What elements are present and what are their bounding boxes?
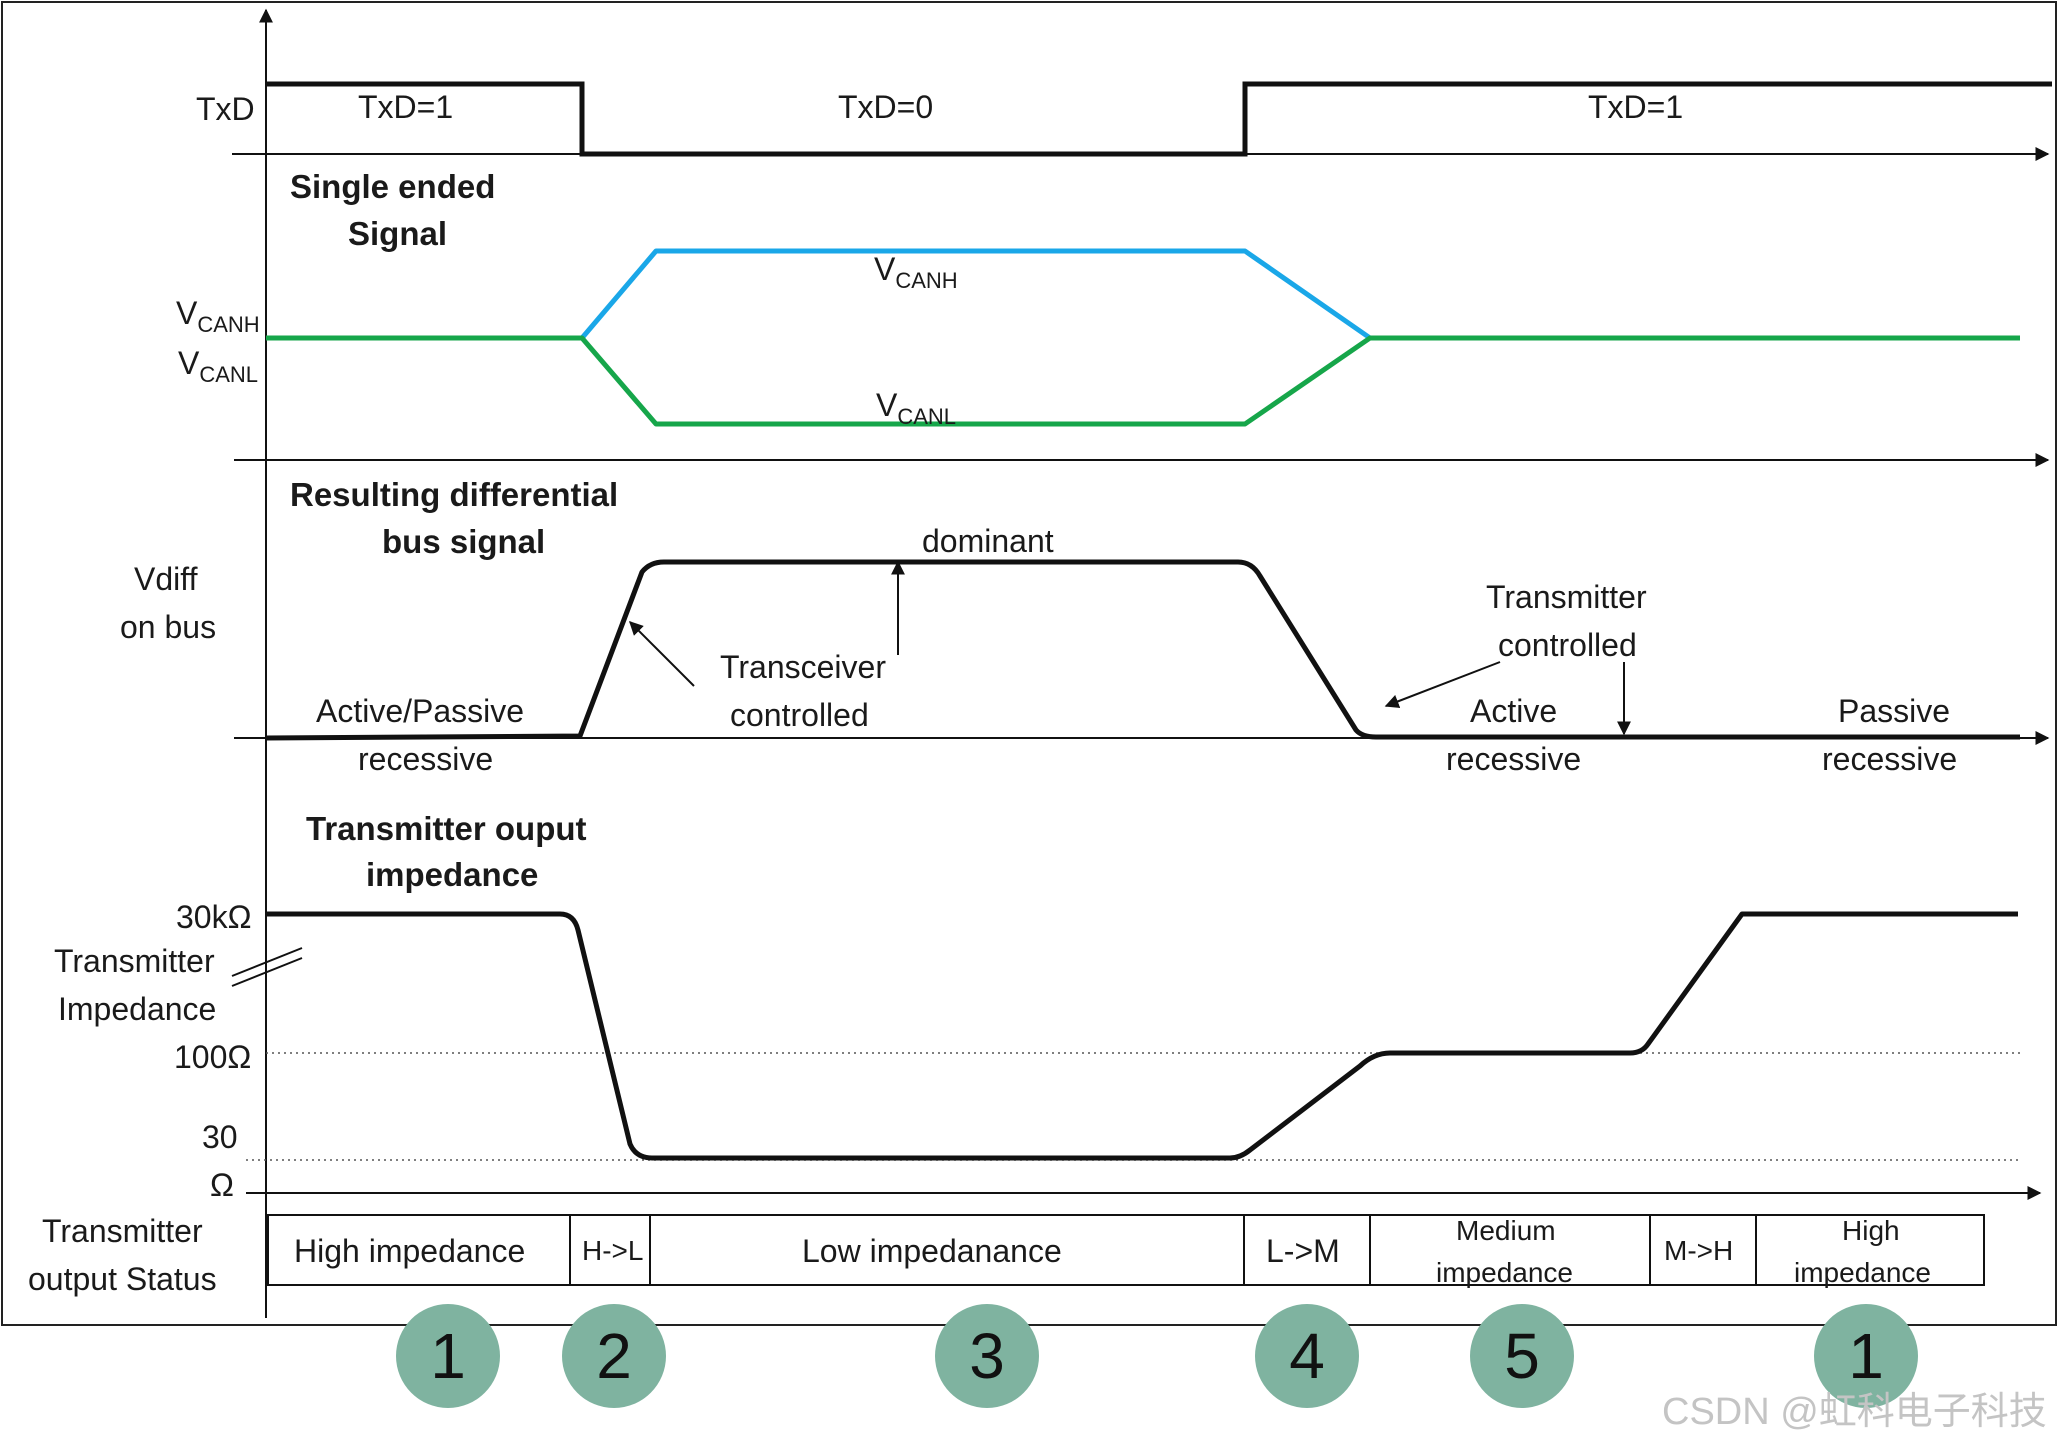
impedance-axis-label-2: Impedance [58, 991, 216, 1027]
phase-circle-3: 3 [935, 1304, 1039, 1408]
status-cell-7-line1: High [1842, 1215, 1900, 1246]
transmitter-controlled-label-2: controlled [1498, 627, 1637, 663]
impedance-waveform [266, 911, 2018, 1161]
passive-recessive-label-1: Passive [1838, 693, 1950, 729]
single-ended-title-1: Single ended [290, 168, 495, 205]
svg-text:3: 3 [969, 1320, 1005, 1392]
tick-30k: 30kΩ [176, 899, 252, 935]
status-cell-5-line2: impedance [1436, 1257, 1573, 1288]
vcanl-line [266, 335, 2020, 427]
status-axis-label-1: Transmitter [42, 1213, 203, 1249]
active-passive-label-2: recessive [358, 741, 493, 777]
svg-text:1: 1 [430, 1320, 466, 1392]
differential-title-1: Resulting differential [290, 476, 618, 513]
transmitter-arrow-left [1384, 661, 1501, 708]
svg-text:2: 2 [596, 1320, 632, 1392]
vcanl-curve-label: VCANL [876, 387, 956, 429]
tick-100: 100Ω [174, 1039, 251, 1075]
axis-break-mark-1 [231, 947, 303, 977]
status-cell-4: L->M [1266, 1233, 1340, 1269]
vdiff-axis-label-1: Vdiff [134, 561, 198, 597]
status-cell-3: Low impedanance [802, 1233, 1062, 1269]
status-bar [267, 1214, 1985, 1286]
svg-text:5: 5 [1504, 1320, 1540, 1392]
vcanh-axis-label: VCANH [176, 295, 260, 337]
svg-text:4: 4 [1289, 1320, 1325, 1392]
vcanh-line [266, 248, 2020, 341]
vcanh-curve-label: VCANH [874, 251, 958, 293]
vdiff-axis-label-2: on bus [120, 609, 216, 645]
transceiver-label-1: Transceiver [720, 649, 886, 685]
impedance-title-1: Transmitter ouput [306, 810, 587, 847]
status-cell-1: High impedance [294, 1233, 525, 1269]
axis-break-mark-2 [231, 957, 303, 987]
phase-circle-5: 5 [1470, 1304, 1574, 1408]
impedance-axis-label-1: Transmitter [54, 943, 215, 979]
status-cell-2: H->L [582, 1235, 643, 1266]
diagram-frame [1, 1, 2057, 1326]
tick-30: 30 [202, 1119, 238, 1155]
phase-circle-4: 4 [1255, 1304, 1359, 1408]
txd-label-2: TxD=0 [838, 89, 933, 125]
vcanl-axis-label: VCANL [178, 345, 258, 387]
transmitter-controlled-label-1: Transmitter [1486, 579, 1647, 615]
phase-circle-2: 2 [562, 1304, 666, 1408]
status-cell-5-line1: Medium [1456, 1215, 1556, 1246]
dominant-label: dominant [922, 523, 1054, 559]
active-recessive-label-2: recessive [1446, 741, 1581, 777]
active-recessive-label-1: Active [1470, 693, 1557, 729]
phase-circle-6: 1 [1814, 1304, 1918, 1408]
status-axis-label-2: output Status [28, 1261, 217, 1297]
vdiff-waveform [265, 559, 2020, 741]
phase-circle-1: 1 [396, 1304, 500, 1408]
txd-label-1: TxD=1 [358, 89, 453, 125]
single-ended-title-2: Signal [348, 215, 447, 252]
svg-text:1: 1 [1848, 1320, 1884, 1392]
status-cell-7-line2: impedance [1794, 1257, 1931, 1288]
active-passive-label-1: Active/Passive [316, 693, 524, 729]
txd-axis-label: TxD [196, 91, 255, 127]
differential-title-2: bus signal [382, 523, 545, 560]
txd-waveform [266, 81, 2052, 157]
status-cell-6: M->H [1664, 1235, 1733, 1266]
rise-arrow [629, 621, 695, 687]
transceiver-label-2: controlled [730, 697, 869, 733]
status-cell-7-box [1755, 1214, 1985, 1286]
txd-label-3: TxD=1 [1588, 89, 1683, 125]
watermark: CSDN @虹科电子科技 [1662, 1391, 2047, 1433]
tick-30-unit: Ω [210, 1167, 234, 1203]
passive-recessive-label-2: recessive [1822, 741, 1957, 777]
impedance-title-2: impedance [366, 856, 538, 893]
